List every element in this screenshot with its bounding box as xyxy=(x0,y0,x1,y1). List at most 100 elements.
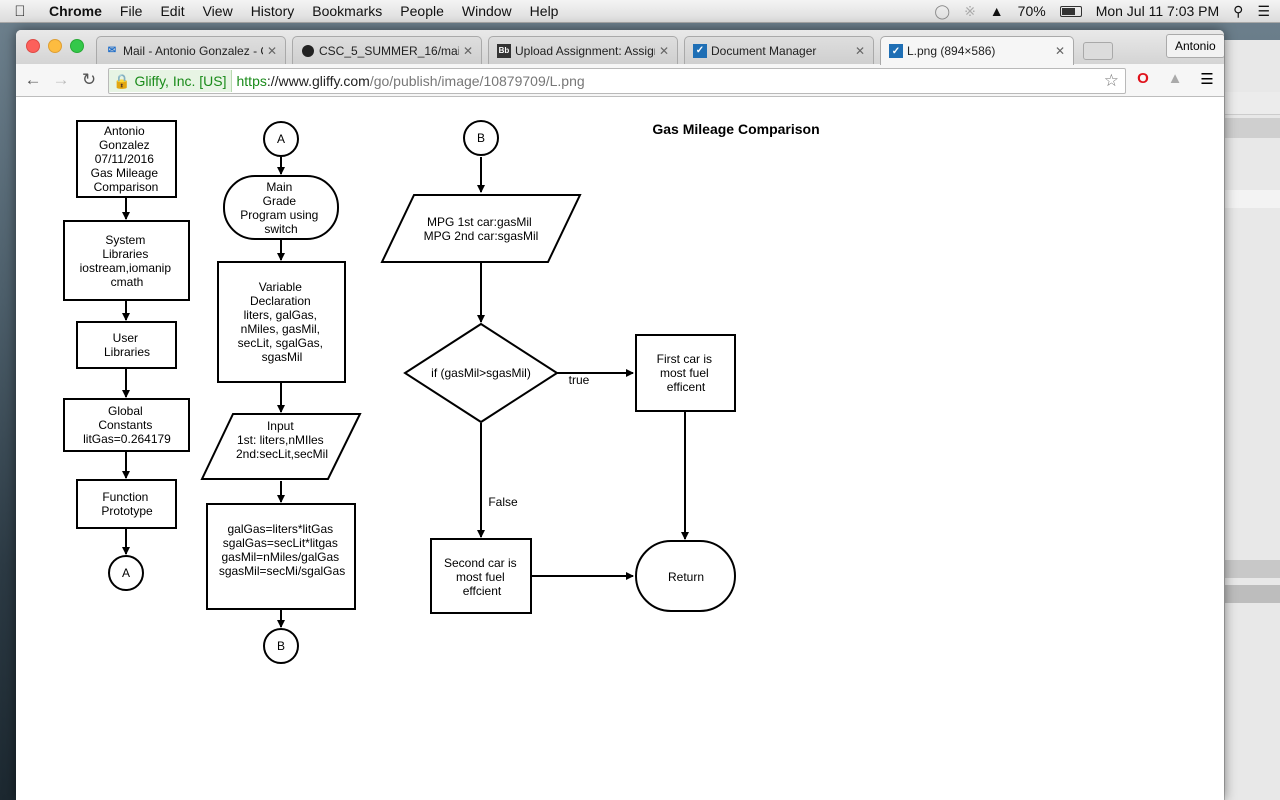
url-text: https://www.gliffy.com/go/publish/image/… xyxy=(232,73,585,89)
battery-percent[interactable]: 70% xyxy=(1017,3,1046,19)
calculation-text: galGas=liters*litGas sgalGas=secLit*litg… xyxy=(219,522,345,578)
url-host: ://www.gliffy.com xyxy=(266,73,370,89)
extension-icon[interactable]: ▲ xyxy=(1167,70,1183,87)
browser-toolbar: ← → ↻ 🔒 Gliffy, Inc. [US] https://www.gl… xyxy=(16,64,1224,97)
wifi-icon[interactable]: ▲ xyxy=(989,3,1004,19)
tab-title: Upload Assignment: Assign xyxy=(515,43,655,58)
user-libraries-box xyxy=(76,321,177,369)
opera-extension-icon[interactable]: O xyxy=(1137,70,1149,87)
tab-title: Document Manager xyxy=(711,43,817,58)
decision-diamond xyxy=(403,322,559,424)
flowchart-image: Gas Mileage Comparison Antonio Gonzalez … xyxy=(63,120,820,664)
url-path: /go/publish/image/10879709/L.png xyxy=(369,73,585,89)
tab-github[interactable]: CSC_5_SUMMER_16/main ✕ xyxy=(292,36,482,64)
menu-help[interactable]: Help xyxy=(529,3,559,19)
connector-b-out xyxy=(263,628,299,664)
mail-icon: ✉ xyxy=(107,45,117,56)
first-car-box xyxy=(635,334,736,412)
calculation-box xyxy=(206,503,356,610)
menu-app-name[interactable]: Chrome xyxy=(49,3,102,19)
menu-bookmarks[interactable]: Bookmarks xyxy=(312,3,383,19)
connector-arrows xyxy=(122,157,689,628)
system-libraries-box xyxy=(63,220,190,301)
tab-title: Mail - Antonio Gonzalez - C xyxy=(123,43,263,58)
main-terminal xyxy=(223,175,339,240)
close-tab-icon[interactable]: ✕ xyxy=(1054,44,1065,58)
mac-menubar:  Chrome File Edit View History Bookmark… xyxy=(0,0,1280,23)
connector-a-label: A xyxy=(122,566,130,580)
url-scheme: https xyxy=(236,73,267,89)
connector-b-out-label: B xyxy=(277,639,285,653)
connector-a-in-label: A xyxy=(277,132,285,146)
diagram-title: Gas Mileage Comparison xyxy=(652,121,819,137)
tab-title: CSC_5_SUMMER_16/main xyxy=(319,43,459,58)
ev-certificate-badge[interactable]: 🔒 Gliffy, Inc. [US] xyxy=(109,70,232,92)
user-libraries-text: User Libraries xyxy=(104,331,150,359)
ev-label: Gliffy, Inc. [US] xyxy=(134,73,227,89)
page-content: Gas Mileage Comparison Antonio Gonzalez … xyxy=(16,97,1224,800)
zoom-window-button[interactable] xyxy=(70,39,84,53)
header-box xyxy=(76,120,177,198)
true-branch-label: true xyxy=(569,373,590,387)
close-window-button[interactable] xyxy=(26,39,40,53)
input-parallelogram xyxy=(200,413,362,480)
system-libraries-text: System Libraries iostream,iomanip cmath xyxy=(80,233,175,289)
battery-icon[interactable] xyxy=(1059,5,1082,17)
browser-window: ✉ Mail - Antonio Gonzalez - C ✕ CSC_5_SU… xyxy=(16,30,1224,800)
lock-icon: 🔒 xyxy=(113,72,131,89)
background-window xyxy=(1224,40,1280,800)
new-tab-button[interactable] xyxy=(1083,42,1113,60)
forward-arrow-icon[interactable]: → xyxy=(52,70,70,89)
false-branch-label: False xyxy=(488,495,518,509)
menu-edit[interactable]: Edit xyxy=(160,3,185,19)
variable-declaration-box xyxy=(217,261,346,383)
chrome-menu-icon[interactable]: ☰ xyxy=(1200,71,1214,88)
minimize-window-button[interactable] xyxy=(48,39,62,53)
function-prototype-box xyxy=(76,479,177,529)
menu-window[interactable]: Window xyxy=(461,3,512,19)
return-terminal xyxy=(635,540,736,612)
tab-document-manager[interactable]: ✓ Document Manager ✕ xyxy=(684,36,874,64)
menu-history[interactable]: History xyxy=(250,3,295,19)
reload-icon[interactable]: ↻ xyxy=(81,70,97,89)
bookmark-star-icon[interactable]: ☆ xyxy=(1103,71,1119,90)
output-parallelogram xyxy=(380,194,582,263)
connector-a-out xyxy=(108,555,144,591)
close-tab-icon[interactable]: ✕ xyxy=(462,43,473,58)
close-tab-icon[interactable]: ✕ xyxy=(658,43,669,58)
address-bar[interactable]: 🔒 Gliffy, Inc. [US] https://www.gliffy.c… xyxy=(108,68,1126,94)
gliffy-icon: ✓ xyxy=(693,43,707,58)
window-controls xyxy=(26,39,84,53)
input-text: Input 1st: liters,nMIles 2nd:secLit,secM… xyxy=(236,419,328,461)
sync-icon[interactable]: ◯ xyxy=(934,2,951,19)
profile-button[interactable]: Antonio xyxy=(1166,34,1224,58)
second-car-box xyxy=(430,538,532,614)
tab-l-png[interactable]: ✓ L.png (894×586) ✕ xyxy=(880,36,1074,65)
menu-file[interactable]: File xyxy=(119,3,143,19)
global-constants-box xyxy=(63,398,190,452)
apple-icon[interactable]:  xyxy=(0,3,40,20)
header-text: Antonio Gonzalez 07/11/2016 Gas Mileage … xyxy=(91,124,162,194)
main-terminal-text: Main Grade Program using switch xyxy=(240,180,321,236)
notification-center-icon[interactable]: ☰ xyxy=(1257,2,1270,19)
flowchart-shapes xyxy=(63,120,736,664)
close-tab-icon[interactable]: ✕ xyxy=(854,43,865,58)
blackboard-icon: Bb xyxy=(497,43,511,58)
output-text: MPG 1st car:gasMil MPG 2nd car:sgasMil xyxy=(424,215,539,243)
tab-title: L.png (894×586) xyxy=(907,44,996,58)
function-prototype-text: Function Prototype xyxy=(101,490,153,518)
decision-text: if (gasMil>sgasMil) xyxy=(431,366,531,380)
bluetooth-icon[interactable]: ※ xyxy=(964,2,976,19)
menu-people[interactable]: People xyxy=(400,3,444,19)
first-car-text: First car is most fuel efficent xyxy=(657,352,716,394)
menu-view[interactable]: View xyxy=(202,3,233,19)
close-tab-icon[interactable]: ✕ xyxy=(266,43,277,58)
tab-mail[interactable]: ✉ Mail - Antonio Gonzalez - C ✕ xyxy=(96,36,286,64)
tab-blackboard[interactable]: Bb Upload Assignment: Assign ✕ xyxy=(488,36,678,64)
back-arrow-icon[interactable]: ← xyxy=(24,70,42,89)
tab-strip: ✉ Mail - Antonio Gonzalez - C ✕ CSC_5_SU… xyxy=(16,30,1224,65)
global-constants-text: Global Constants litGas=0.264179 xyxy=(83,404,171,446)
gliffy-icon: ✓ xyxy=(889,44,903,58)
clock[interactable]: Mon Jul 11 7:03 PM xyxy=(1095,3,1220,19)
spotlight-search-icon[interactable]: ⚲ xyxy=(1233,2,1244,19)
